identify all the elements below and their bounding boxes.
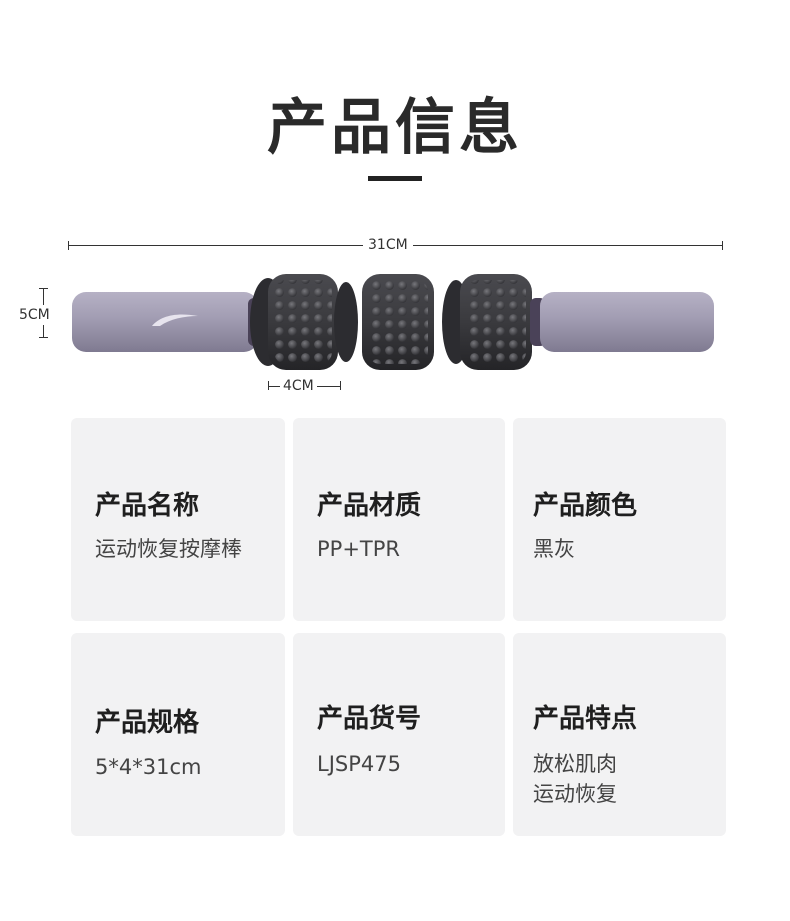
card-title: 产品货号 bbox=[317, 704, 422, 734]
card-value: 5*4*31cm bbox=[95, 755, 202, 779]
left-handle bbox=[72, 292, 264, 352]
dimension-tick bbox=[39, 337, 48, 338]
card-title: 产品特点 bbox=[533, 704, 638, 734]
title-underline bbox=[368, 176, 422, 181]
card-value: LJSP475 bbox=[317, 752, 401, 776]
card-title: 产品规格 bbox=[95, 708, 200, 738]
card-value: 放松肌肉 bbox=[533, 752, 617, 776]
dimension-tick bbox=[340, 381, 341, 390]
card-title: 产品名称 bbox=[95, 491, 200, 521]
card-value: 运动恢复 bbox=[533, 782, 617, 806]
card-color: 产品颜色 黑灰 bbox=[513, 418, 726, 621]
card-title: 产品材质 bbox=[317, 491, 422, 521]
dimension-tick bbox=[722, 241, 723, 250]
roller-label: 4CM bbox=[280, 378, 317, 394]
dimension-tick bbox=[268, 381, 269, 390]
card-product-name: 产品名称 运动恢复按摩棒 bbox=[71, 418, 285, 621]
length-label: 31CM bbox=[363, 237, 413, 253]
page-title: 产品信息 bbox=[267, 93, 523, 163]
roller-1 bbox=[250, 274, 358, 370]
height-label: 5CM bbox=[18, 305, 51, 325]
card-features: 产品特点 放松肌肉 运动恢复 bbox=[513, 633, 726, 836]
right-handle bbox=[530, 292, 714, 352]
card-value: 黑灰 bbox=[533, 537, 575, 561]
card-value: PP+TPR bbox=[317, 537, 401, 561]
card-title: 产品颜色 bbox=[533, 491, 638, 521]
card-material: 产品材质 PP+TPR bbox=[293, 418, 505, 621]
brand-logo-icon bbox=[152, 314, 198, 326]
roller-3 bbox=[442, 274, 532, 370]
card-item-number: 产品货号 LJSP475 bbox=[293, 633, 505, 836]
card-spec: 产品规格 5*4*31cm bbox=[71, 633, 285, 836]
roller-2 bbox=[362, 274, 434, 370]
card-value: 运动恢复按摩棒 bbox=[95, 537, 242, 561]
massage-stick-image bbox=[72, 274, 714, 370]
